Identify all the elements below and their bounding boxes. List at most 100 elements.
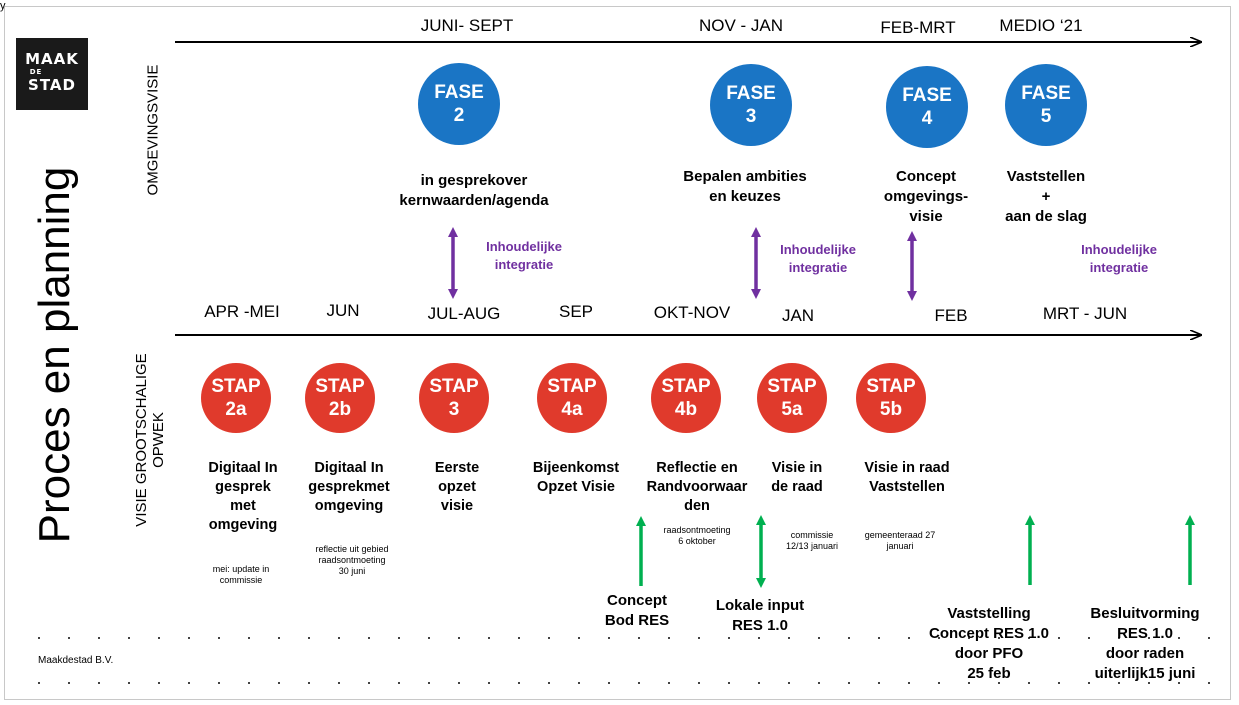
integration-label-1: Inhoudelijke integratie [486, 239, 562, 272]
period-feb: FEB [934, 306, 968, 325]
fase-3-description: Bepalen ambities en keuzes [683, 168, 807, 205]
dotted-footer-lines [38, 637, 1210, 684]
footer-dot [338, 637, 340, 639]
footer-dot [128, 637, 130, 639]
footer-dot [38, 682, 40, 684]
footer-dot [758, 682, 760, 684]
period-jan: JAN [781, 306, 815, 325]
footer-dot [998, 682, 1000, 684]
footer-dot [428, 682, 430, 684]
res-input-lokale-input: Lokale input RES 1.0 [715, 597, 805, 634]
footer-dot [848, 637, 850, 639]
period-nov-jan: NOV - JAN [698, 16, 784, 35]
stap-2a-description: Digitaal In gesprek met omgeving [208, 460, 278, 533]
integration-label-3: Inhoudelijke integratie [1081, 242, 1157, 275]
footer-dot [848, 682, 850, 684]
footer-dot [1178, 682, 1180, 684]
footer-dot [248, 682, 250, 684]
footer-dot [68, 637, 70, 639]
slide-frame [4, 6, 1231, 700]
footer-dot [548, 637, 550, 639]
corner-text: y [0, 0, 6, 12]
footer-dot [1028, 682, 1030, 684]
footer-dot [1208, 682, 1210, 684]
footer-company: Maakdestad B.V. [38, 655, 114, 666]
footer-dot [428, 637, 430, 639]
footer-dot [368, 682, 370, 684]
integration-label-2: Inhoudelijke integratie [780, 242, 856, 275]
stap-3-description: Eerste opzet visie [434, 460, 480, 514]
period-jul-aug: JUL-AUG [427, 304, 501, 323]
footer-dot [188, 637, 190, 639]
footer-dot [698, 682, 700, 684]
footer-dot [548, 682, 550, 684]
footer-dot [638, 637, 640, 639]
footer-dot [728, 682, 730, 684]
footer-dot [638, 682, 640, 684]
stap-5b-note: gemeenteraad 27 januari [864, 530, 936, 551]
footer-dot [728, 637, 730, 639]
footer-dot [908, 637, 910, 639]
stap-2b-note: reflectie uit gebied raadsontmoeting 30 … [315, 544, 389, 576]
footer-dot [398, 637, 400, 639]
footer-dot [908, 682, 910, 684]
period-okt-nov: OKT-NOV [653, 303, 731, 322]
footer-dot [968, 682, 970, 684]
footer-dot [308, 682, 310, 684]
footer-dot [878, 637, 880, 639]
footer-dot [578, 682, 580, 684]
fase-2-description: in gesprekover kernwaarden/agenda [399, 172, 549, 209]
footer-dot [608, 637, 610, 639]
res-input-concept-bod: Concept Bod RES [604, 592, 670, 629]
footer-dot [278, 637, 280, 639]
period-jun: JUN [326, 301, 360, 320]
period-sep: SEP [558, 302, 594, 321]
footer-dot [1118, 637, 1120, 639]
footer-dot [578, 637, 580, 639]
footer-dot [818, 637, 820, 639]
footer-dot [308, 637, 310, 639]
footer-dot [368, 637, 370, 639]
stap-4b-description: Reflectie en Randvoorwaar den [646, 460, 748, 514]
res-input-besluitvorming: Besluitvorming RES 1.0 door raden uiterl… [1090, 605, 1200, 682]
period-medio-21: MEDIO ‘21 [999, 16, 1083, 35]
footer-dot [1058, 682, 1060, 684]
footer-dot [818, 682, 820, 684]
period-mrt-jun: MRT - JUN [1042, 304, 1128, 323]
fase-4-description: Concept omgevings- visie [883, 168, 969, 225]
footer-dot [968, 637, 970, 639]
footer-dot [518, 637, 520, 639]
footer-dot [1118, 682, 1120, 684]
stap-5a-description: Visie in de raad [771, 460, 823, 495]
stap-2b-description: Digitaal In gesprekmet omgeving [308, 460, 390, 514]
footer-dot [878, 682, 880, 684]
footer-dot [98, 637, 100, 639]
footer-dot [38, 637, 40, 639]
footer-dot [788, 682, 790, 684]
footer-dot [668, 682, 670, 684]
footer-dot [338, 682, 340, 684]
footer-dot [668, 637, 670, 639]
footer-dot [938, 682, 940, 684]
footer-dot [278, 682, 280, 684]
footer-dot [998, 637, 1000, 639]
period-apr-mei: APR -MEI [204, 302, 280, 321]
footer-dot [218, 682, 220, 684]
footer-dot [218, 637, 220, 639]
footer-dot [248, 637, 250, 639]
stap-5b-description: Visie in raad Vaststellen [864, 460, 950, 495]
footer-dot [158, 682, 160, 684]
footer-dot [1088, 637, 1090, 639]
